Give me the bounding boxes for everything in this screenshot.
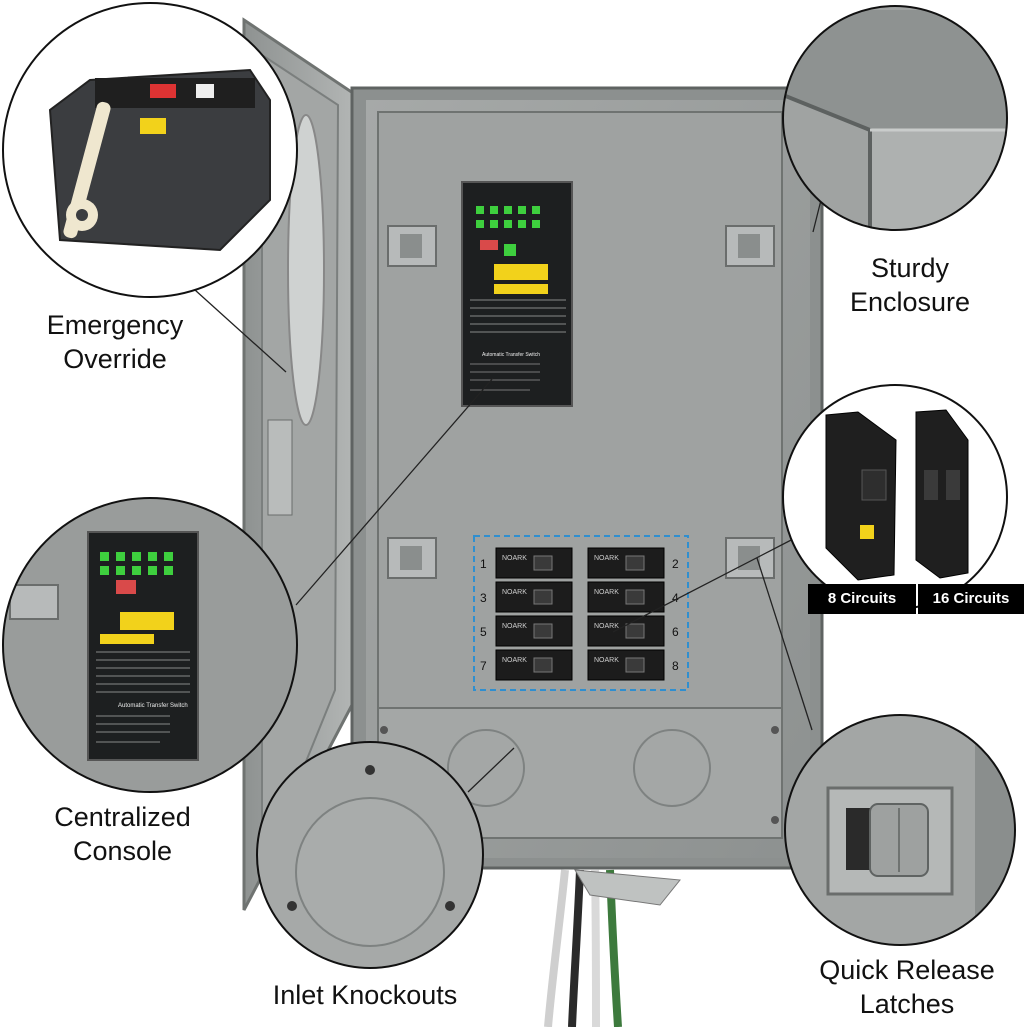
callout-inlet-knockouts (256, 741, 484, 969)
label-inlet-knockouts: Inlet Knockouts (272, 980, 458, 1010)
breaker-brand: NOARK (594, 657, 619, 664)
latch-mid-left (387, 537, 437, 579)
circuit-breaker: NOARK (495, 615, 573, 647)
circuit-breaker: NOARK (495, 547, 573, 579)
circuit-breaker: NOARK (495, 581, 573, 613)
badge-8-circuits: 8 Circuits (808, 584, 916, 614)
circuit-breaker: NOARK (587, 581, 665, 613)
circuit-number: 6 (672, 625, 679, 639)
circuit-breaker: NOARK (587, 649, 665, 681)
label-emergency-override: Emergency Override (46, 310, 184, 374)
latch-top-right (725, 225, 775, 267)
breaker-brand: NOARK (594, 555, 619, 562)
callout-centralized-console: Automatic Transfer Switch (2, 497, 298, 793)
circuit-number: 8 (672, 659, 679, 673)
circuit-breaker: NOARK (587, 615, 665, 647)
breaker-brand: NOARK (502, 623, 527, 630)
circuit-number: 4 (672, 591, 679, 605)
circuit-breaker: NOARK (495, 649, 573, 681)
callout-emergency-override (2, 2, 298, 298)
circuit-number: 3 (480, 591, 487, 605)
zoom-console-title: Automatic Transfer Switch (118, 703, 188, 709)
console-title: Automatic Transfer Switch (482, 352, 540, 358)
breaker-area-outline (473, 535, 689, 691)
breaker-brand: NOARK (594, 623, 619, 630)
circuit-number: 2 (672, 557, 679, 571)
circuit-number: 1 (480, 557, 487, 571)
label-sturdy-enclosure: Sturdy Enclosure (849, 253, 971, 317)
control-console: Automatic Transfer Switch (461, 181, 573, 407)
latch-mid-right (725, 537, 775, 579)
leader-lines (194, 195, 823, 793)
callout-sturdy-enclosure (782, 5, 1008, 231)
breaker-brand: NOARK (502, 589, 527, 596)
circuit-breaker: NOARK (587, 547, 665, 579)
wires (544, 869, 681, 1028)
circuit-number: 7 (480, 659, 487, 673)
enclosure-body (350, 86, 824, 870)
label-quick-release-latches: Quick Release Latches (819, 955, 995, 1019)
latch-top-left (387, 225, 437, 267)
breaker-brand: NOARK (502, 555, 527, 562)
label-centralized-console: Centralized Console (54, 802, 191, 866)
callout-quick-release-latches (784, 714, 1016, 946)
breaker-brand: NOARK (502, 657, 527, 664)
badge-16-circuits: 16 Circuits (918, 584, 1024, 614)
callout-breakers (782, 384, 1008, 610)
breaker-brand: NOARK (594, 589, 619, 596)
circuit-number: 5 (480, 625, 487, 639)
